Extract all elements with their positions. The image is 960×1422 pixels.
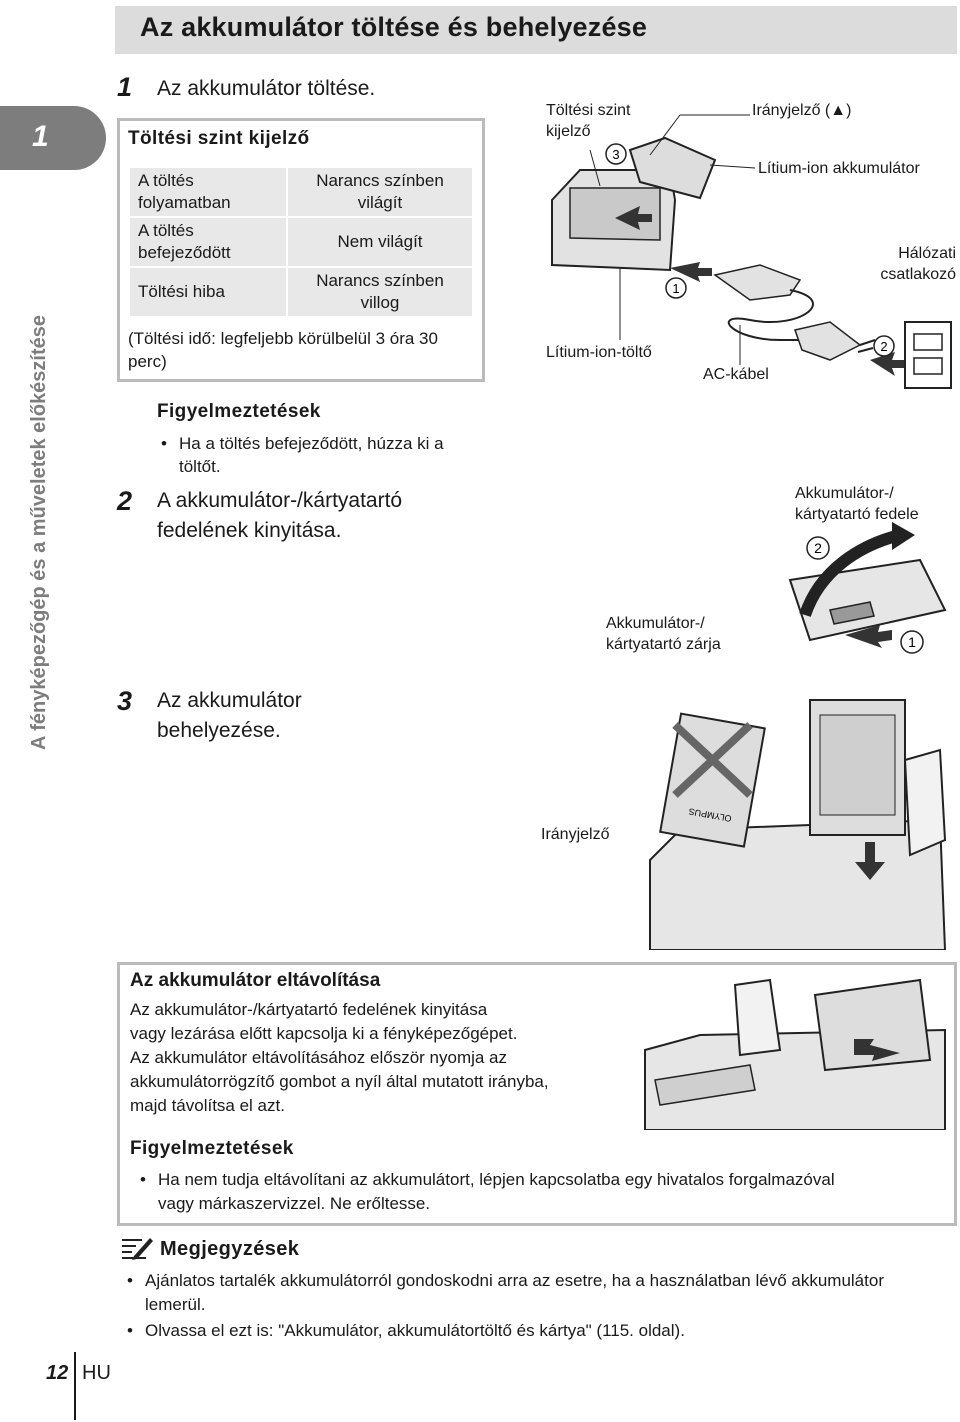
label-outlet: Hálózati csatlakozó	[880, 245, 956, 283]
table-row: A töltés befejeződött Nem világít	[128, 216, 474, 268]
status-indicator: Narancs színben világít	[286, 166, 474, 218]
insert-arrow	[855, 842, 885, 880]
open-cover	[903, 748, 947, 857]
cover-diagram: 2 1	[788, 522, 947, 654]
removal-line: Az akkumulátor-/kártyatartó fedelének ki…	[130, 1000, 488, 1019]
circle-number: 3	[612, 147, 619, 162]
step-circle	[605, 143, 627, 165]
removal-line: Az akkumulátor eltávolításához először n…	[130, 1048, 508, 1067]
step-circle	[873, 335, 895, 357]
step-1-number: 1	[117, 72, 133, 102]
removal-line: majd távolítsa el azt.	[130, 1096, 285, 1115]
status-indicator: Nem világít	[286, 216, 474, 268]
list-item: Olvassa el ezt is: "Akkumulátor, akkumul…	[123, 1319, 923, 1343]
label-direction-indicator: Irányjelző (▲)	[752, 102, 852, 119]
step-circle	[665, 277, 687, 299]
leader-line	[649, 114, 681, 156]
status-state: A töltés befejeződött	[128, 216, 288, 268]
ac-cable	[727, 289, 840, 341]
label-charge-indicator: Töltési szint kijelző	[546, 102, 631, 140]
slide-arrow	[845, 625, 892, 648]
language-code: HU	[82, 1362, 111, 1384]
open-arrow	[799, 529, 902, 618]
notes-title: Megjegyzések	[160, 1238, 300, 1260]
chapter-number: 1	[32, 120, 49, 153]
step-circle	[900, 630, 924, 654]
warning-title: Figyelmeztetések	[157, 401, 321, 422]
label-lock: Akkumulátor-/ kártyatartó zárja	[606, 615, 721, 653]
label-direction: Irányjelző	[541, 826, 610, 843]
table-row: A töltés folyamatban Narancs színben vil…	[128, 166, 474, 218]
removal-box	[117, 962, 957, 1226]
page-title: Az akkumulátor töltése és behelyezése	[140, 12, 648, 42]
removal-warning-list: Ha nem tudja eltávolítani az akkumulátor…	[136, 1168, 856, 1216]
title-bar	[115, 6, 957, 54]
step-2-number: 2	[117, 486, 133, 516]
removal-line: vagy lezárása előtt kapcsolja ki a fényk…	[130, 1024, 518, 1043]
insertion-diagram: OLYMPUS	[649, 699, 947, 950]
battery-compartment	[813, 978, 932, 1072]
circle-number: 2	[880, 339, 887, 354]
label-liion-battery: Lítium-ion akkumulátor	[758, 160, 920, 177]
wall-plug	[794, 321, 862, 361]
page-number: 12	[46, 1362, 69, 1384]
charger-diagram: 3 1 2	[551, 114, 952, 389]
circle-number: 1	[908, 634, 916, 650]
chapter-side-title: A fényképezőgép és a műveletek előkészít…	[28, 314, 50, 750]
removal-diagram	[644, 978, 946, 1130]
outlet-arrow	[870, 352, 906, 376]
plug-arrow	[670, 262, 712, 282]
status-state: A töltés folyamatban	[128, 166, 288, 218]
table-row: Töltési hiba Narancs színben villog	[128, 266, 474, 318]
cable-plug	[713, 264, 802, 301]
charge-time-note: (Töltési idő: legfeljebb körülbelül 3 ór…	[128, 329, 438, 371]
outlet-icon	[904, 321, 952, 389]
leader-line	[709, 164, 756, 169]
step-1-text: Az akkumulátor töltése.	[157, 77, 376, 100]
notes-list: Ajánlatos tartalék akkumulátorról gondos…	[123, 1269, 923, 1343]
label-cover: Akkumulátor-/ kártyatartó fedele	[795, 485, 919, 523]
step-circle	[806, 536, 830, 560]
open-cover	[733, 978, 782, 1057]
step-3-text: Az akkumulátor behelyezése.	[157, 689, 302, 742]
step-2-text: A akkumulátor-/kártyatartó fedelének kin…	[157, 489, 403, 542]
camera-body	[649, 818, 947, 950]
removal-warning-title: Figyelmeztetések	[130, 1138, 294, 1159]
battery-wrong	[659, 712, 766, 848]
circle-number: 2	[814, 540, 822, 556]
release-arrow	[854, 1039, 900, 1061]
status-state: Töltési hiba	[128, 266, 288, 318]
circle-number: 1	[672, 281, 679, 296]
removal-text: Az akkumulátor-/kártyatartó fedelének ki…	[130, 998, 650, 1118]
footer-divider	[74, 1352, 76, 1420]
warning-list: Ha a töltés befejeződött, húzza ki a töl…	[157, 432, 457, 478]
step-3-number: 3	[117, 686, 133, 716]
insert-arrow	[615, 206, 652, 230]
chapter-tab	[0, 106, 106, 170]
list-item: Ha a töltés befejeződött, húzza ki a töl…	[157, 432, 457, 478]
leader-line	[589, 149, 601, 187]
label-charger: Lítium-ion-töltő	[546, 344, 652, 361]
list-item: Ha nem tudja eltávolítani az akkumulátor…	[136, 1168, 856, 1216]
list-item: Ajánlatos tartalék akkumulátorról gondos…	[123, 1269, 923, 1317]
charge-info-box	[117, 118, 485, 382]
removal-line: akkumulátorrögzítő gombot a nyíl által m…	[130, 1072, 549, 1091]
removal-title: Az akkumulátor eltávolítása	[130, 970, 381, 991]
charge-indicator-heading: Töltési szint kijelző	[128, 128, 310, 149]
status-indicator: Narancs színben villog	[286, 266, 474, 318]
label-ac-cable: AC-kábel	[703, 366, 769, 383]
pencil-note-icon	[122, 1238, 153, 1260]
cover-lock	[829, 601, 875, 625]
charge-status-table: A töltés folyamatban Narancs színben vil…	[128, 166, 474, 318]
